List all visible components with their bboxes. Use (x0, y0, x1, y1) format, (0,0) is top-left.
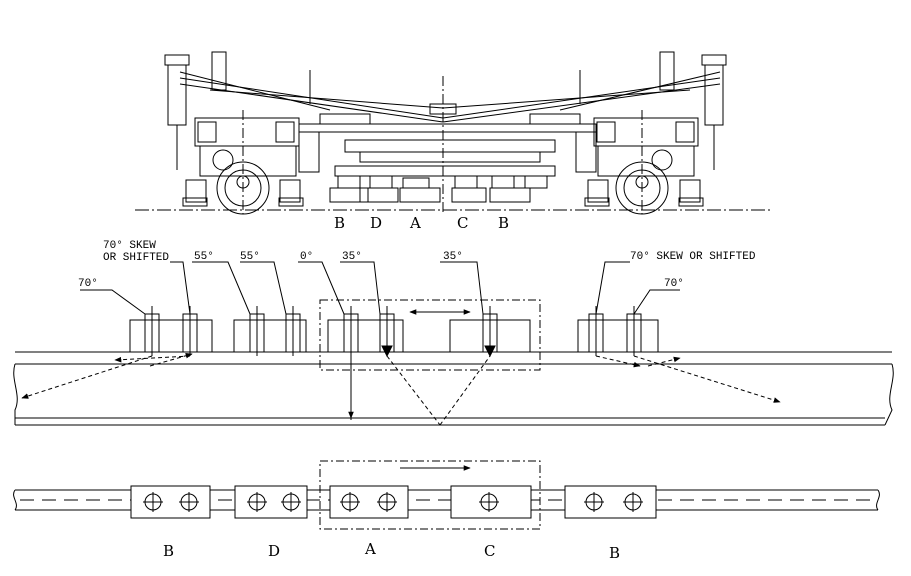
plan-letter-b-left: B (163, 542, 174, 560)
frame-diagonals (179, 71, 721, 123)
carriage-letter-a: A (409, 214, 421, 232)
label-left-skew-line2: OR SHIFTED (103, 252, 169, 264)
label-55-a: 55° (194, 251, 214, 263)
carriage-letter-c: C (457, 214, 468, 232)
plan-letter-c: C (484, 542, 495, 560)
carriage-elevation (135, 51, 770, 215)
label-35-b: 35° (443, 251, 463, 263)
left-bogie (164, 51, 320, 215)
crosshair-circles (143, 492, 643, 512)
carriage-letter-b-right: B (498, 214, 509, 232)
label-right-skew: 70° SKEW OR SHIFTED (630, 251, 756, 263)
label-55-b: 55° (240, 251, 260, 263)
probe-plan-view (13, 460, 880, 530)
central-mechanism (298, 103, 597, 203)
plan-letter-a: A (364, 540, 376, 558)
label-0: 0° (300, 251, 313, 263)
label-35-a: 35° (342, 251, 362, 263)
right-bogie (575, 51, 727, 215)
probe-side-view (13, 261, 894, 426)
label-left-70: 70° (78, 278, 98, 290)
carriage-letter-d: D (370, 214, 382, 232)
angle-labels: 70° SKEW OR SHIFTED 70° 55° 55° 0° 35° 3… (78, 240, 756, 290)
plan-letters: B D A C B (163, 540, 620, 562)
label-right-70: 70° (664, 278, 684, 290)
carriage-letter-b-left: B (334, 214, 345, 232)
plan-letter-b-right: B (609, 544, 620, 562)
carriage-letters: B D A C B (334, 214, 509, 232)
plan-letter-d: D (268, 542, 280, 560)
label-left-skew-line1: 70° SKEW (103, 240, 156, 252)
